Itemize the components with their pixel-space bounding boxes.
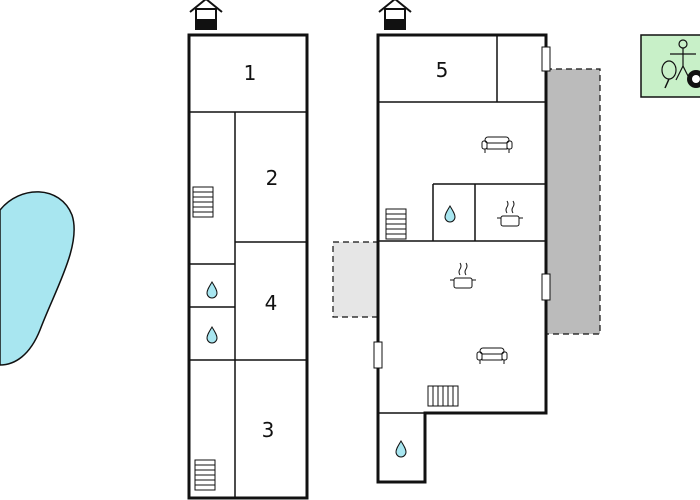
window [541, 46, 551, 72]
room-3-label: 3 [262, 418, 275, 442]
building-left: 1 2 4 3 [187, 0, 309, 500]
room-1-label: 1 [244, 61, 257, 85]
stairs-icon [192, 186, 214, 218]
room-5-label: 5 [436, 58, 449, 82]
sofa-icon [476, 347, 508, 365]
building-right: 5 [373, 0, 551, 484]
stairs-icon [385, 208, 407, 240]
room-4-label: 4 [265, 291, 278, 315]
cooking-pot-icon [449, 262, 477, 289]
lake [0, 191, 75, 366]
window [373, 341, 383, 369]
water-drop-icon [206, 281, 218, 299]
terrace-left [332, 241, 379, 318]
water-drop-icon [206, 326, 218, 344]
window [541, 273, 551, 301]
billiard-ball-icon [687, 70, 700, 88]
room-2-label: 2 [266, 166, 279, 190]
entrance-icon [378, 0, 412, 30]
terrace-right [545, 68, 601, 335]
cooking-pot-icon [496, 200, 524, 227]
stairs-icon [427, 385, 459, 407]
water-drop-icon [444, 205, 456, 223]
sofa-icon [481, 136, 513, 154]
water-drop-icon [395, 440, 407, 458]
entrance-icon [189, 0, 223, 30]
amenity-badge [640, 34, 700, 98]
stairs-icon [194, 459, 216, 491]
